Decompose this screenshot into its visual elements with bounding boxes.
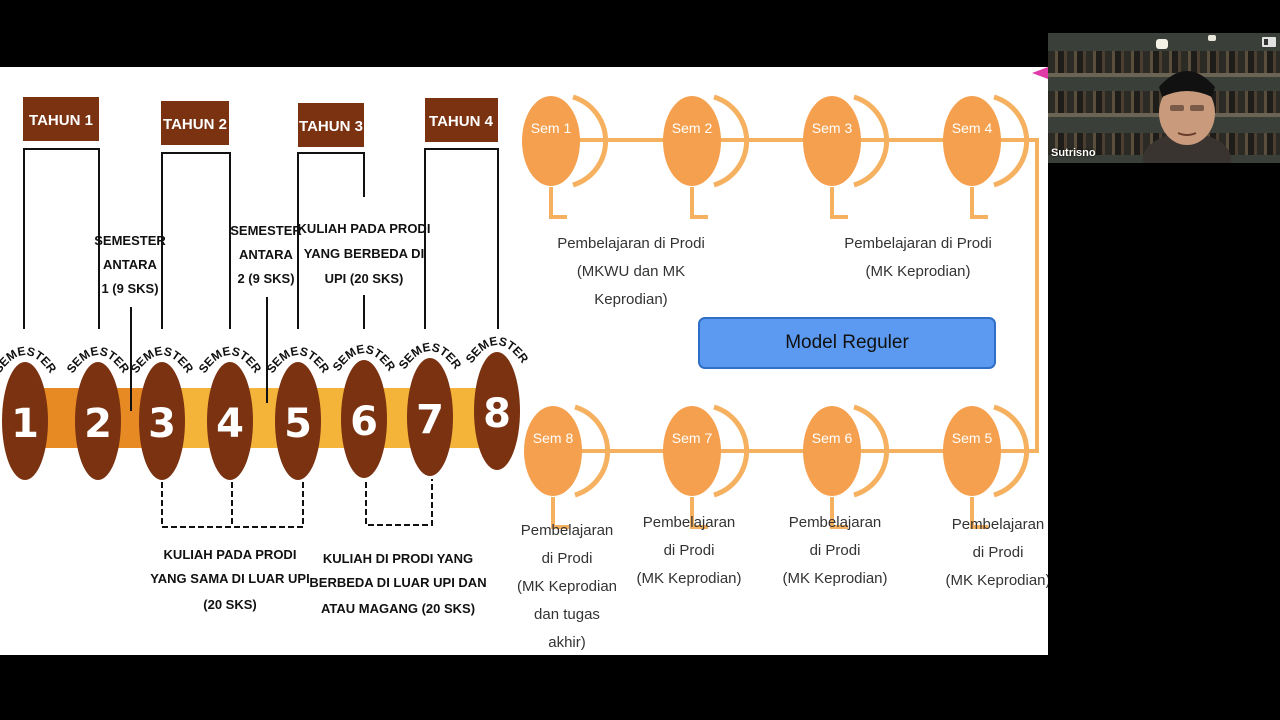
sem-circle-bottom-0: Sem 8 [524,404,610,529]
svg-text:Pembelajaran di Prodi: Pembelajaran di Prodi [844,235,992,252]
svg-text:UPI (20 SKS): UPI (20 SKS) [325,271,404,286]
sem-circle-top-2: Sem 3 [803,94,889,219]
svg-text:(MK Keprodian): (MK Keprodian) [782,570,887,587]
svg-text:Pembelajaran: Pembelajaran [521,522,614,539]
svg-text:YANG BERBEDA DI: YANG BERBEDA DI [304,246,424,261]
svg-text:YANG SAMA DI LUAR UPI: YANG SAMA DI LUAR UPI [150,571,309,586]
desc-top-left: Pembelajaran di Prodi (MKWU dan MK Kepro… [557,235,705,308]
svg-text:(MK Keprodian): (MK Keprodian) [636,570,741,587]
model-reguler-box: Model Reguler [698,317,996,369]
svg-text:Pembelajaran: Pembelajaran [952,516,1045,533]
svg-text:di Prodi: di Prodi [542,550,593,567]
semester-1-number: 1 [11,401,39,447]
sem-circle-bottom-2: Sem 6 [803,404,889,529]
tahun-4-box: TAHUN 4 [425,98,498,142]
model-reguler-label: Model Reguler [785,332,909,353]
svg-text:SEMESTER: SEMESTER [230,223,302,238]
svg-text:ATAU MAGANG (20 SKS): ATAU MAGANG (20 SKS) [321,601,475,616]
tahun-4-label: TAHUN 4 [429,113,494,130]
kuliah-prodi-berbeda-luar: KULIAH DI PRODI YANG BERBEDA DI LUAR UPI… [309,551,486,616]
tahun-brackets [23,148,499,411]
svg-text:BERBEDA DI LUAR UPI DAN: BERBEDA DI LUAR UPI DAN [309,575,486,590]
semester-antara-1: SEMESTER ANTARA 1 (9 SKS) [94,233,166,296]
desc-sem6: Pembelajaran di Prodi (MK Keprodian) [782,514,887,587]
semester-8-number: 8 [483,391,511,437]
svg-text:dan tugas: dan tugas [534,606,600,623]
desc-top-right: Pembelajaran di Prodi (MK Keprodian) [844,235,992,280]
tahun-1-label: TAHUN 1 [29,112,93,129]
desc-sem5: Pembelajaran di Prodi (MK Keprodian) [945,516,1048,589]
video-options-icon[interactable] [1262,37,1276,47]
dashed-brackets [161,479,433,528]
svg-text:KULIAH PADA PRODI: KULIAH PADA PRODI [298,221,431,236]
tahun-2-box: TAHUN 2 [161,101,229,145]
tahun-1-box: TAHUN 1 [23,97,99,141]
presentation-slide: TAHUN 1 TAHUN 2 TAHUN 3 TAHUN 4 [0,67,1048,655]
semester-6-number: 6 [350,399,378,445]
sem-circle-top-0: Sem 1 [522,94,608,219]
sem-circle-top-3: Sem 4 [943,94,1029,219]
sem-label-bottom-0: Sem 8 [533,430,574,446]
svg-text:(MK Keprodian): (MK Keprodian) [945,572,1048,589]
ceiling-light [1156,39,1168,49]
annotation-marker [1032,67,1048,79]
sem-label-top-0: Sem 1 [531,120,572,136]
semester-4-number: 4 [216,401,244,447]
svg-text:1 (9 SKS): 1 (9 SKS) [101,281,158,296]
participant-name: Sutrisno [1051,147,1096,159]
person-avatar [1143,71,1231,163]
semester-7-number: 7 [416,397,444,443]
kuliah-prodi-berbeda-upi: KULIAH PADA PRODI YANG BERBEDA DI UPI (2… [298,221,431,286]
svg-text:Pembelajaran: Pembelajaran [789,514,882,531]
svg-text:di Prodi: di Prodi [664,542,715,559]
sem-circle-bottom-3: Sem 5 [943,404,1029,529]
sem-label-bottom-3: Sem 5 [952,430,993,446]
svg-text:(MK Keprodian: (MK Keprodian [517,578,617,595]
svg-text:KULIAH DI PRODI YANG: KULIAH DI PRODI YANG [323,551,473,566]
svg-text:KULIAH PADA PRODI: KULIAH PADA PRODI [164,547,297,562]
sem-label-bottom-1: Sem 7 [672,430,713,446]
desc-sem8: Pembelajaran di Prodi (MK Keprodian dan … [517,522,617,651]
semester-antara-2: SEMESTER ANTARA 2 (9 SKS) [230,223,302,286]
sem-label-bottom-2: Sem 6 [812,430,853,446]
desc-sem7: Pembelajaran di Prodi (MK Keprodian) [636,514,741,587]
svg-text:di Prodi: di Prodi [973,544,1024,561]
semester-1-oval: 1SEMESTER [0,344,59,480]
svg-text:2 (9 SKS): 2 (9 SKS) [237,271,294,286]
svg-text:(MKWU dan MK: (MKWU dan MK [577,263,685,280]
svg-text:Keprodian): Keprodian) [594,291,667,308]
sem-circle-top-1: Sem 2 [663,94,749,219]
sem-circle-bottom-1: Sem 7 [663,404,749,529]
semester-3-number: 3 [148,401,176,447]
tahun-3-box: TAHUN 3 [298,103,364,147]
sem-label-top-1: Sem 2 [672,120,713,136]
svg-text:Pembelajaran di Prodi: Pembelajaran di Prodi [557,235,705,252]
kuliah-prodi-sama-luar: KULIAH PADA PRODI YANG SAMA DI LUAR UPI … [150,547,309,612]
svg-text:ANTARA: ANTARA [103,257,158,272]
svg-text:SEMESTER: SEMESTER [94,233,166,248]
participant-video-tile[interactable]: Sutrisno [1048,33,1280,163]
sem-label-top-2: Sem 3 [812,120,853,136]
semester-circles: Sem 1 Sem 2 Sem 3 Sem 4 Sem 8 Sem 7 Sem 6 Sem 5 [522,94,1029,529]
svg-text:(MK Keprodian): (MK Keprodian) [865,263,970,280]
semester-2-number: 2 [84,401,112,447]
svg-text:Pembelajaran: Pembelajaran [643,514,736,531]
svg-text:di Prodi: di Prodi [810,542,861,559]
svg-text:akhir): akhir) [548,634,586,651]
slide-diagram: TAHUN 1 TAHUN 2 TAHUN 3 TAHUN 4 [0,94,1048,651]
svg-text:(20 SKS): (20 SKS) [203,597,256,612]
tahun-2-label: TAHUN 2 [163,116,227,133]
svg-text:ANTARA: ANTARA [239,247,294,262]
semester-5-number: 5 [284,401,312,447]
tahun-3-label: TAHUN 3 [299,118,363,135]
sem-label-top-3: Sem 4 [952,120,993,136]
